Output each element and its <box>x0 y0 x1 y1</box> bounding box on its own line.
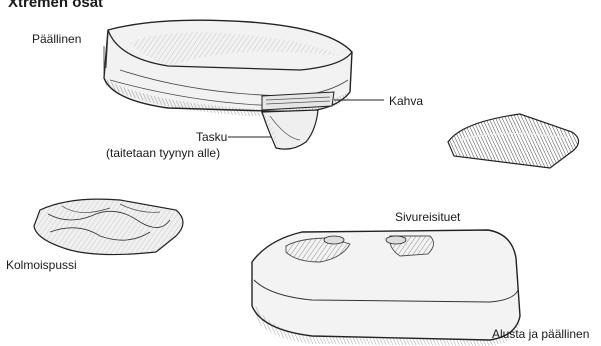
triple-pouch-illustration <box>34 199 183 254</box>
side-support-right <box>386 236 406 244</box>
label-handle: Kahva <box>389 94 423 108</box>
label-pocket: Tasku <box>196 130 227 144</box>
pocket-illustration <box>262 110 318 149</box>
label-triple-pouch: Kolmoispussi <box>6 258 77 272</box>
label-side-supports: Sivureisituet <box>395 210 460 224</box>
page-title: Xtremen osat <box>8 0 103 11</box>
label-pocket-note: (taitetaan tyynyn alle) <box>106 146 220 160</box>
base-illustration <box>252 230 520 346</box>
wedge-cushion-illustration <box>448 114 579 168</box>
label-base-and-cover: Alusta ja päällinen <box>492 327 589 341</box>
label-cover: Päällinen <box>32 32 81 46</box>
side-support-left <box>324 236 344 244</box>
